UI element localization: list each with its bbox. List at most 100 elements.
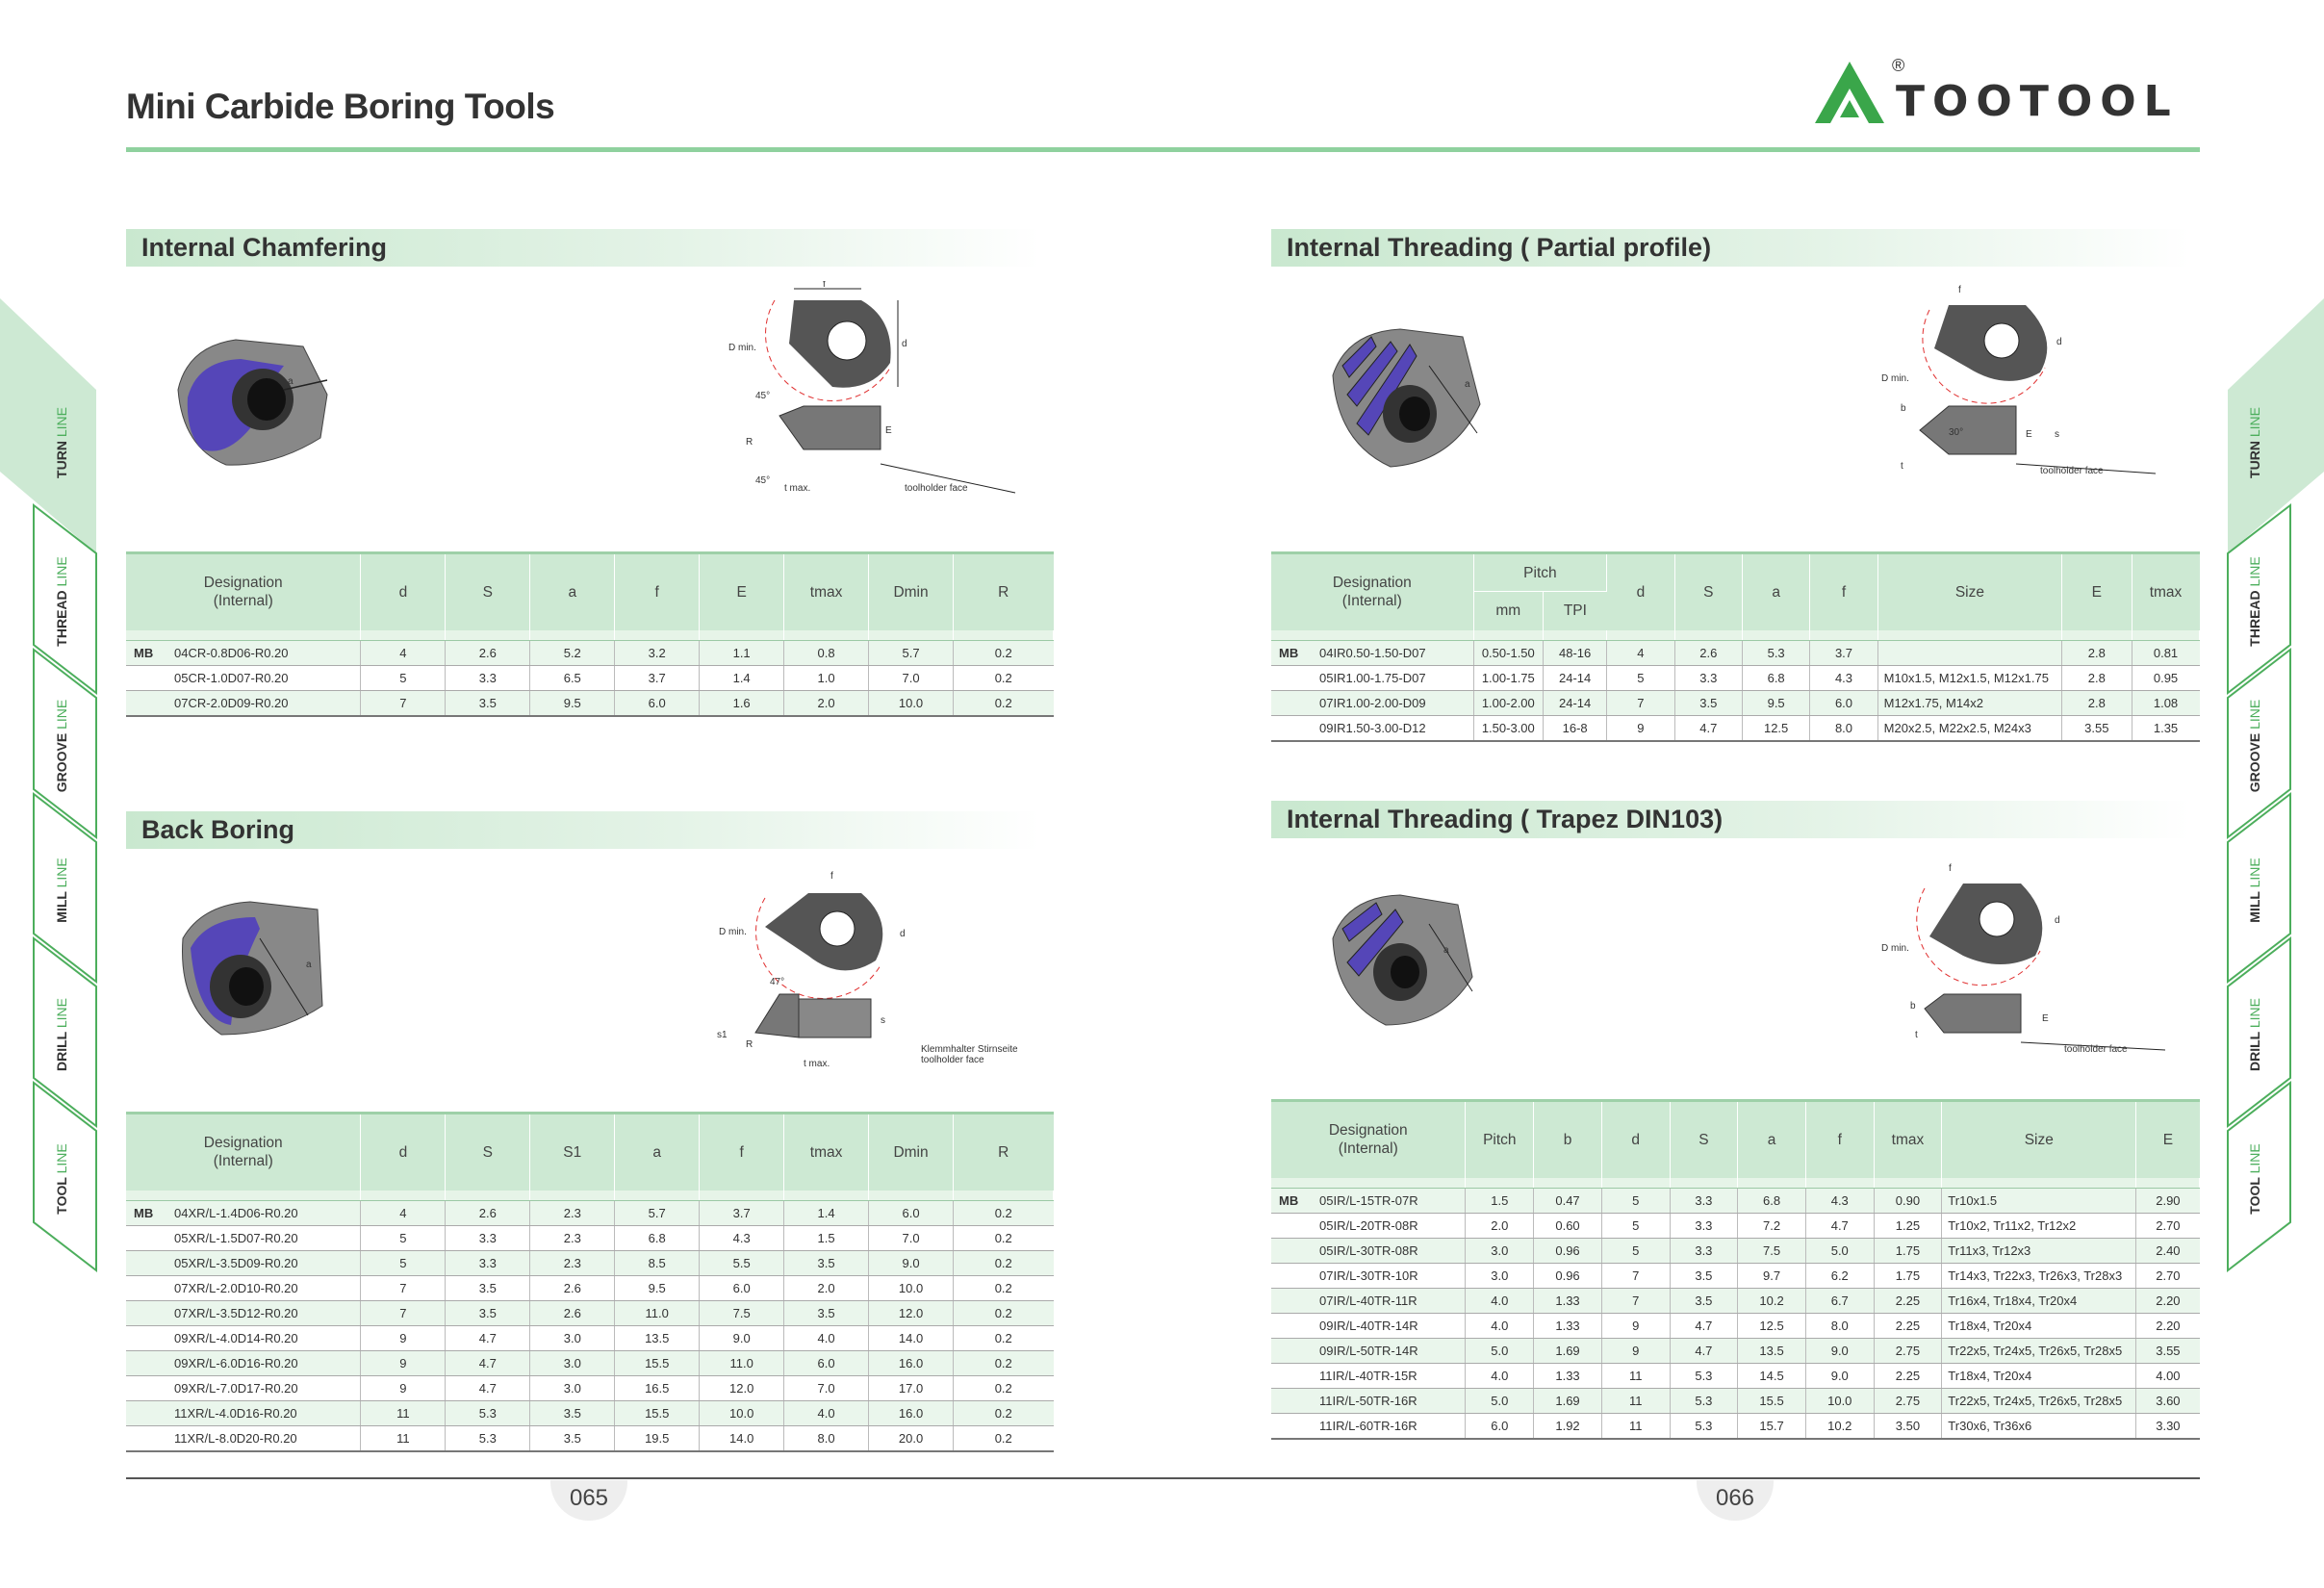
value-cell: 7 (1601, 1288, 1671, 1314)
side-tab-drill[interactable]: DRILL LINE (54, 962, 77, 1107)
value-cell: 5 (1606, 665, 1675, 691)
value-cell: 3.0 (1465, 1263, 1535, 1289)
value-cell: 1.35 (2132, 715, 2200, 742)
side-tab-suffix: LINE (54, 699, 69, 730)
spacer-cell (360, 629, 447, 641)
section-header-back-boring: Back Boring (126, 811, 1040, 849)
column-header: f (699, 1112, 785, 1191)
value-cell: 4.0 (783, 1325, 870, 1351)
side-tab-mill[interactable]: MILL LINE (54, 818, 77, 962)
value-cell: 3.30 (2135, 1413, 2200, 1440)
value-cell: Tr22x5, Tr24x5, Tr26x5, Tr28x5 (1941, 1338, 2137, 1364)
side-tab-groove[interactable]: GROOVE LINE (2247, 674, 2270, 818)
side-tab-suffix: LINE (54, 407, 69, 438)
dimension-label-t: t (1915, 1030, 1918, 1040)
side-tab-tool[interactable]: TOOL LINE (2247, 1107, 2270, 1251)
value-cell: 11 (1601, 1413, 1671, 1440)
spacer-cell (360, 1190, 447, 1201)
value-cell: 4.7 (1670, 1313, 1739, 1339)
value-cell: 3.3 (1674, 665, 1743, 691)
spacer-cell (953, 629, 1054, 641)
side-tab-groove[interactable]: GROOVE LINE (54, 674, 77, 818)
spacer-cell (445, 1190, 531, 1201)
side-tab-drill[interactable]: DRILL LINE (2247, 962, 2270, 1107)
side-tab-word: MILL (54, 891, 69, 923)
value-cell: 7 (1606, 690, 1675, 716)
value-cell: 3.0 (529, 1350, 616, 1376)
value-cell: 4.7 (445, 1350, 531, 1376)
section-title: Back Boring (141, 815, 295, 844)
side-tab-word: THREAD (2247, 590, 2262, 647)
spacer-cell (783, 629, 870, 641)
spacer-cell (1473, 629, 1545, 641)
side-tab-thread[interactable]: THREAD LINE (54, 529, 77, 674)
side-tab-suffix: LINE (2247, 1143, 2262, 1174)
title-divider (126, 147, 2200, 152)
value-cell: 24-14 (1543, 690, 1608, 716)
designation-cell: 05IR/L-30TR-08R (1271, 1238, 1467, 1264)
series-prefix: MB (1279, 1193, 1299, 1208)
column-header: a (1737, 1099, 1806, 1178)
value-cell: 0.96 (1533, 1238, 1602, 1264)
value-cell: Tr11x3, Tr12x3 (1941, 1238, 2137, 1264)
value-cell: 6.2 (1805, 1263, 1875, 1289)
value-cell: 0.47 (1533, 1188, 1602, 1214)
side-tab-turn[interactable]: TURN LINE (54, 371, 77, 515)
value-cell: 5.0 (1465, 1388, 1535, 1414)
value-cell: 6.0 (614, 690, 701, 717)
value-cell: 12.5 (1742, 715, 1811, 742)
value-cell: 1.69 (1533, 1338, 1602, 1364)
column-header: d (360, 551, 447, 630)
designation-text: 09XR/L-7.0D17-R0.20 (174, 1381, 298, 1396)
value-cell: 1.4 (783, 1200, 870, 1226)
value-cell: 9 (360, 1350, 447, 1376)
spacer-cell (868, 1190, 954, 1201)
column-header: S (445, 551, 531, 630)
column-header: tmax (783, 551, 870, 630)
side-tab-word: DRILL (2247, 1032, 2262, 1071)
side-tab-word: TURN (54, 441, 69, 478)
toolholder-face-label: toolholder face (2064, 1044, 2128, 1055)
side-tab-word: DRILL (54, 1032, 69, 1071)
value-cell: Tr10x2, Tr11x2, Tr12x2 (1941, 1213, 2137, 1239)
designation-text: 09XR/L-4.0D14-R0.20 (174, 1331, 298, 1345)
dimension-label-s1: s1 (717, 1030, 728, 1040)
side-tab-thread[interactable]: THREAD LINE (2247, 529, 2270, 674)
value-cell: 9.7 (1737, 1263, 1806, 1289)
value-cell: 2.40 (2135, 1238, 2200, 1264)
designation-cell: 07IR/L-40TR-11R (1271, 1288, 1467, 1314)
column-header: E (2061, 551, 2132, 630)
spacer-cell (868, 629, 954, 641)
side-tab-mill[interactable]: MILL LINE (2247, 818, 2270, 962)
value-cell: 3.3 (445, 1225, 531, 1251)
side-tab-tool[interactable]: TOOL LINE (54, 1107, 77, 1251)
designation-text: 05CR-1.0D07-R0.20 (174, 671, 289, 685)
value-cell: 0.2 (953, 1325, 1054, 1351)
dimension-label-dmin: D min. (719, 927, 747, 937)
value-cell: 2.25 (1874, 1288, 1943, 1314)
value-cell (1877, 640, 2063, 666)
value-cell: 5.3 (1742, 640, 1811, 666)
dimension-label-e: E (2042, 1013, 2049, 1024)
column-header: R (953, 551, 1054, 630)
designation-text: 07IR/L-30TR-10R (1319, 1268, 1418, 1283)
page-number-left: 065 (550, 1480, 627, 1521)
table-spacer-row (1271, 629, 2201, 641)
column-header: Size (1877, 551, 2063, 630)
value-cell: 1.25 (1874, 1213, 1943, 1239)
value-cell: 4.00 (2135, 1363, 2200, 1389)
designation-cell: 07IR1.00-2.00-D09 (1271, 690, 1474, 716)
column-header: a (529, 551, 616, 630)
column-header: d (360, 1112, 447, 1191)
value-cell: 3.55 (2135, 1338, 2200, 1364)
side-tab-turn[interactable]: TURN LINE (2247, 371, 2270, 515)
value-cell: 0.2 (953, 1375, 1054, 1401)
value-cell: 2.25 (1874, 1363, 1943, 1389)
